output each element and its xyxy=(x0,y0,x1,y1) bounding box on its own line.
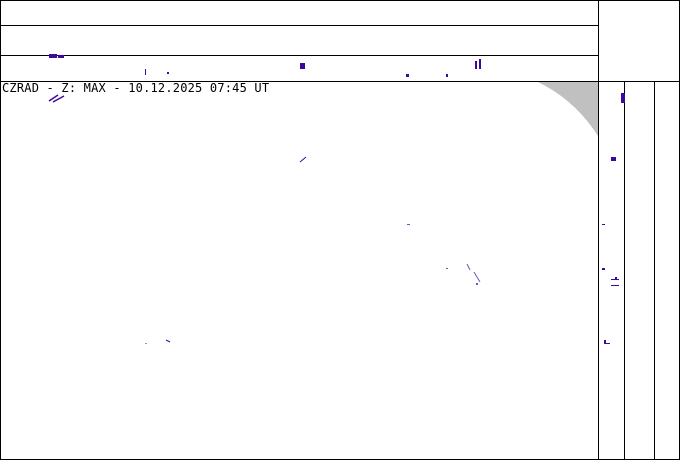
top-echo-7 xyxy=(446,74,448,77)
echo-7 xyxy=(473,271,481,283)
top-echo-3 xyxy=(145,69,146,75)
echo-4 xyxy=(407,224,410,225)
top-projection-panel xyxy=(0,25,680,82)
side-echo-3 xyxy=(602,224,605,225)
echo-10 xyxy=(145,343,147,344)
echo-6 xyxy=(466,263,471,271)
echo-2 xyxy=(52,95,65,103)
top-echo-4 xyxy=(167,72,169,74)
echo-3 xyxy=(299,156,307,163)
top-echo-6 xyxy=(406,74,409,77)
radar-product-title: CZRAD - Z: MAX - 10.12.2025 07:45 UT xyxy=(2,81,270,95)
side-echo-8 xyxy=(604,340,606,343)
side-echo-6 xyxy=(611,285,619,286)
side-projection-panel xyxy=(598,0,655,460)
echo-9 xyxy=(165,339,171,343)
top-echo-8 xyxy=(475,61,477,69)
echo-5 xyxy=(446,268,448,269)
side-echo-9 xyxy=(604,343,610,344)
echo-1 xyxy=(48,94,59,102)
side-echo-4 xyxy=(602,268,605,270)
top-echo-9 xyxy=(479,59,481,69)
side-echo-7 xyxy=(615,277,617,280)
echo-8 xyxy=(476,283,478,285)
side-echo-1 xyxy=(621,93,625,103)
top-echo-1 xyxy=(49,54,57,58)
out-of-range-area xyxy=(538,82,598,136)
top-echo-5 xyxy=(300,63,305,69)
top-echo-2 xyxy=(58,55,64,58)
main-map-echoes xyxy=(48,94,481,344)
side-echo-2 xyxy=(611,157,616,161)
